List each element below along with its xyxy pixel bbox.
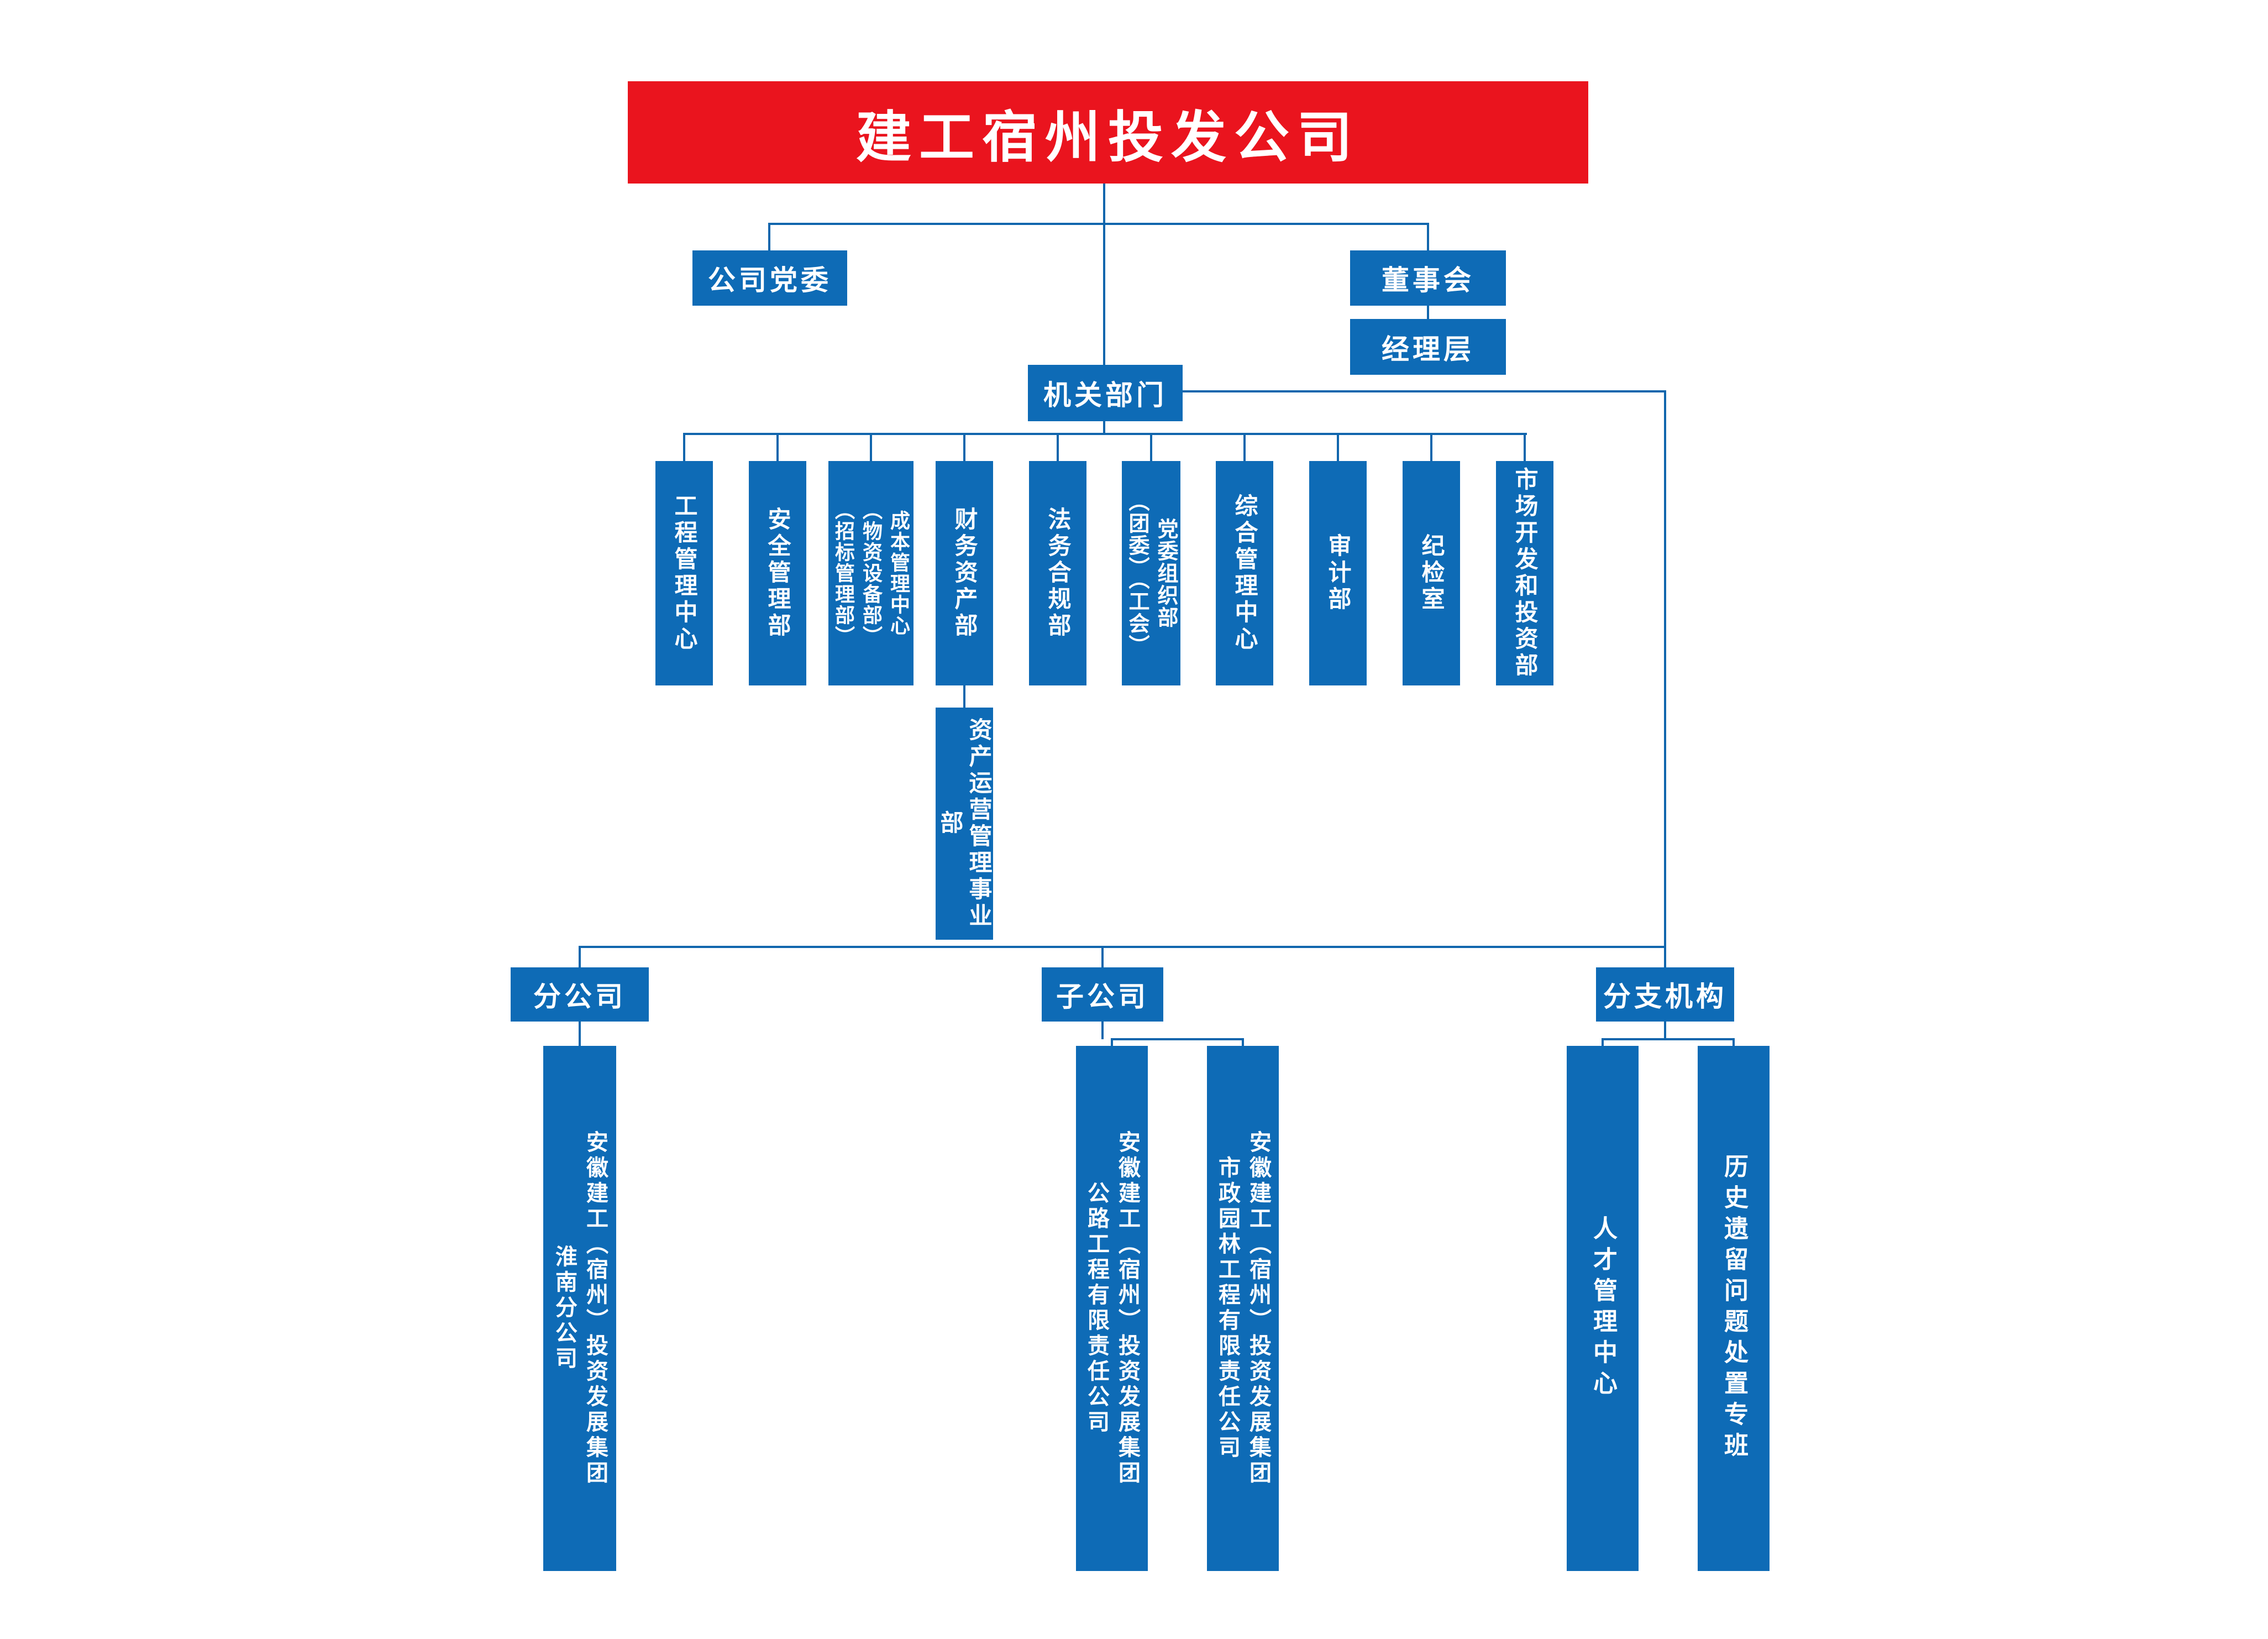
node-dept-safety-mgmt: 安全管理部: [749, 461, 806, 685]
connector-line: [870, 433, 872, 463]
node-huainan-branch-company: 安徽建工（宿州）投资发展集团 淮南分公司: [543, 1046, 616, 1571]
node-subsidiaries-header: 子公司: [1042, 967, 1163, 1022]
connector-line: [768, 223, 770, 252]
connector-line: [683, 433, 1527, 435]
node-root-company: 建工宿州投发公司: [628, 81, 1588, 184]
connector-line: [1337, 433, 1339, 463]
connector-line: [1150, 433, 1152, 463]
node-dept-market-dev-investment: 市场开发和投资部: [1496, 461, 1553, 685]
connector-line: [768, 223, 1429, 225]
connector-line: [579, 946, 1666, 948]
connector-line: [1057, 433, 1059, 463]
node-dept-discipline-inspection: 纪检室: [1403, 461, 1460, 685]
node-talent-mgmt-center: 人才管理中心: [1567, 1046, 1639, 1571]
connector-line: [1733, 1038, 1735, 1047]
connector-line: [1664, 1022, 1666, 1039]
connector-line: [1101, 1022, 1104, 1039]
connector-line: [683, 433, 685, 463]
connector-line: [1111, 1038, 1113, 1047]
connector-line: [963, 433, 965, 463]
connector-line: [579, 946, 581, 968]
node-asset-operations-division: 资产运营管理事业部: [936, 708, 993, 940]
node-party-committee: 公司党委: [692, 250, 847, 306]
connector-line: [1427, 306, 1429, 320]
node-dept-engineering-mgmt-center: 工程管理中心: [655, 461, 713, 685]
connector-line: [1430, 433, 1432, 463]
connector-line: [1602, 1038, 1604, 1047]
node-branch-company-header: 分公司: [511, 967, 649, 1022]
node-management-layer: 经理层: [1350, 319, 1506, 375]
node-board-of-directors: 董事会: [1350, 250, 1506, 306]
connector-line: [1602, 1038, 1735, 1040]
connector-line: [1427, 223, 1429, 252]
connector-line: [1524, 433, 1526, 463]
node-organ-departments-header: 机关部门: [1028, 365, 1183, 421]
node-dept-audit: 审计部: [1309, 461, 1367, 685]
node-dept-general-mgmt-center: 综合管理中心: [1216, 461, 1273, 685]
connector-line: [1111, 1038, 1244, 1040]
connector-line: [776, 433, 779, 463]
node-dept-cost-mgmt-center: 成本管理中心 （物资设备部） （招标管理部）: [828, 461, 914, 685]
connector-line: [963, 685, 965, 708]
node-municipal-garden-subsidiary: 安徽建工（宿州）投资发展集团 市政园林工程有限责任公司: [1207, 1046, 1279, 1571]
connector-line: [1243, 433, 1246, 463]
connector-line: [1242, 1038, 1244, 1047]
connector-line: [1664, 390, 1666, 968]
connector-line: [1183, 390, 1666, 392]
node-dept-finance-assets: 财务资产部: [936, 461, 993, 685]
node-highway-engineering-subsidiary: 安徽建工（宿州）投资发展集团 公路工程有限责任公司: [1076, 1046, 1148, 1571]
connector-line: [1101, 946, 1104, 968]
connector-line: [1103, 184, 1105, 434]
node-branch-organizations-header: 分支机构: [1596, 967, 1734, 1022]
node-dept-party-organization: 党委组织部 （团委）（工会）: [1122, 461, 1180, 685]
node-dept-legal-compliance: 法务合规部: [1029, 461, 1086, 685]
connector-line: [579, 1022, 581, 1047]
node-historical-issues-taskforce: 历史遗留问题处置专班: [1698, 1046, 1770, 1571]
